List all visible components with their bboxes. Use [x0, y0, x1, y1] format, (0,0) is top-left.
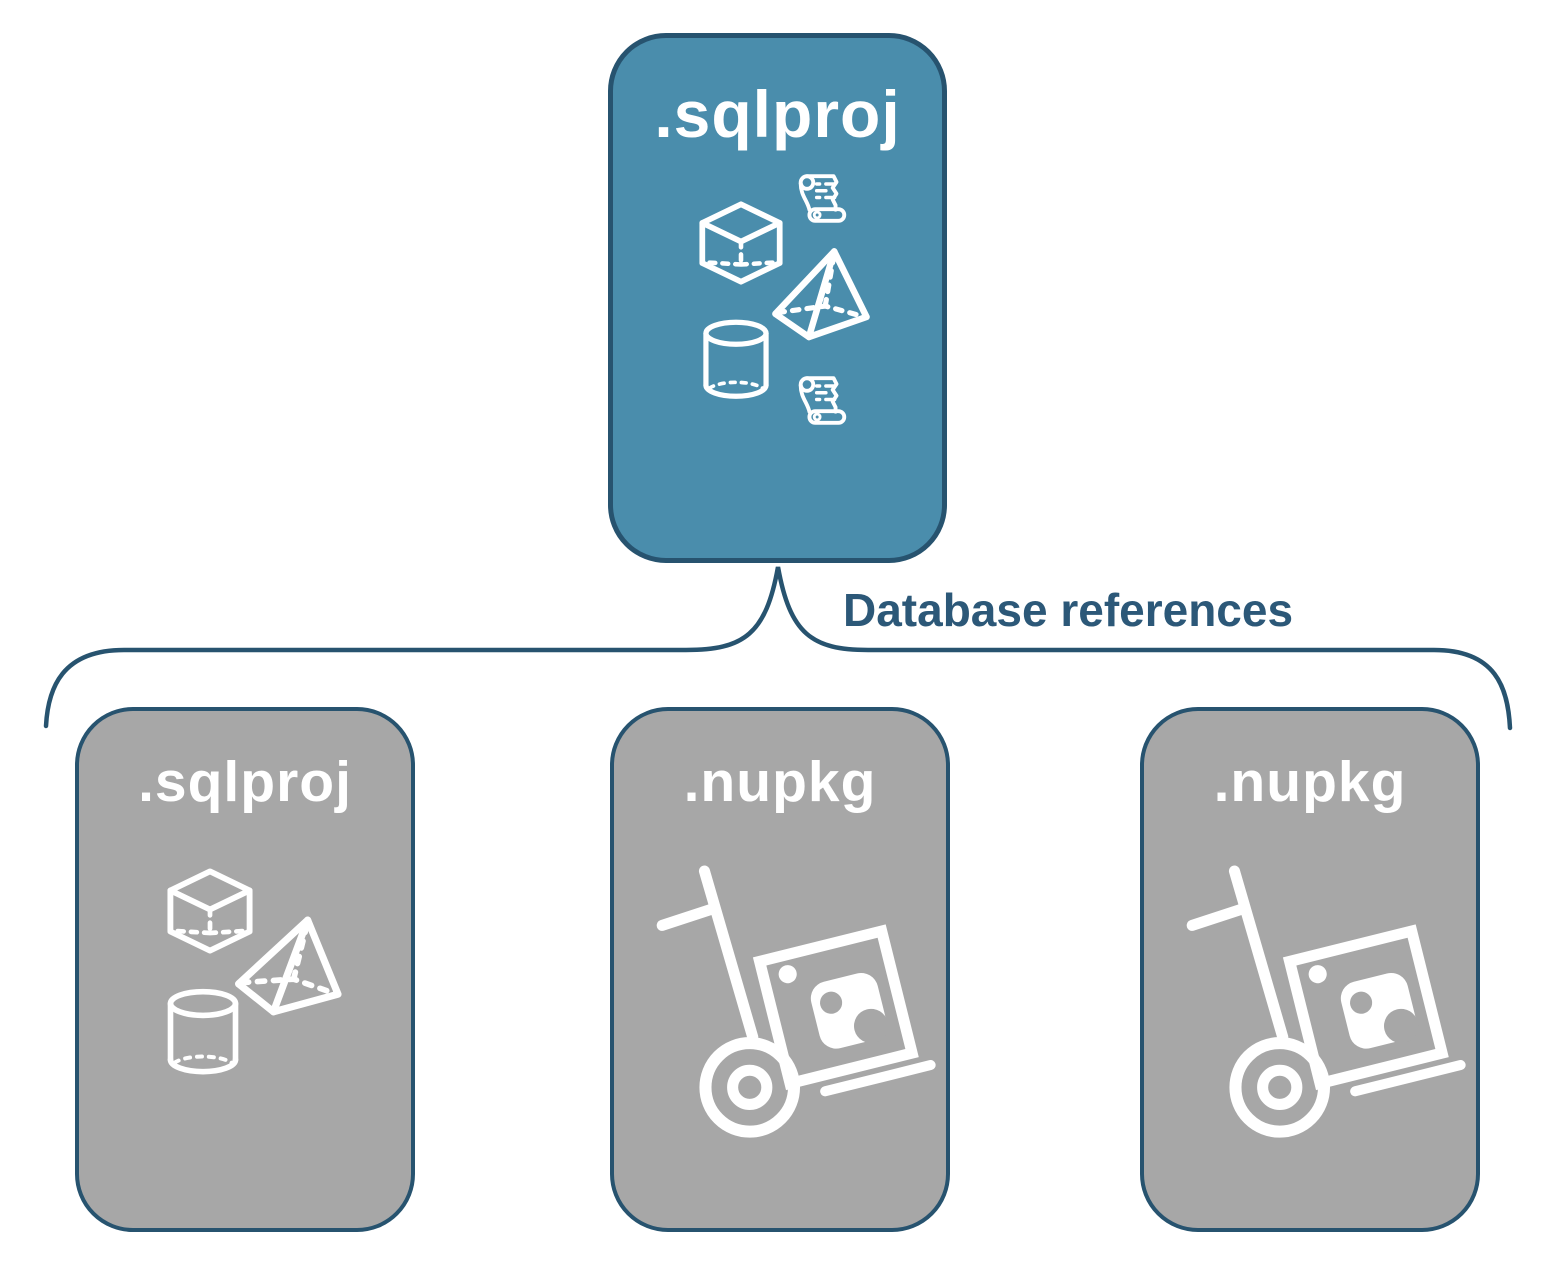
- root-box-sqlproj: .sqlproj: [608, 33, 947, 563]
- child-box-title: .nupkg: [1213, 750, 1407, 814]
- pyramid-icon: [766, 239, 880, 353]
- scroll-icon: [791, 370, 853, 432]
- cylinder-icon: [163, 987, 243, 1080]
- scroll-icon: [791, 168, 853, 230]
- package-dolly-icon: [1184, 861, 1466, 1193]
- child-box-nupkg-2: .nupkg: [1140, 707, 1480, 1232]
- pyramid-icon: [226, 902, 358, 1034]
- child-box-sqlproj: .sqlproj: [75, 707, 415, 1232]
- child-box-title: .nupkg: [683, 750, 877, 814]
- package-dolly-icon: [654, 861, 936, 1193]
- child-box-nupkg-1: .nupkg: [610, 707, 950, 1232]
- child-box-title: .sqlproj: [138, 750, 352, 814]
- root-box-title: .sqlproj: [654, 77, 901, 151]
- cylinder-icon: [699, 318, 773, 404]
- connector-label: Database references: [843, 584, 1294, 636]
